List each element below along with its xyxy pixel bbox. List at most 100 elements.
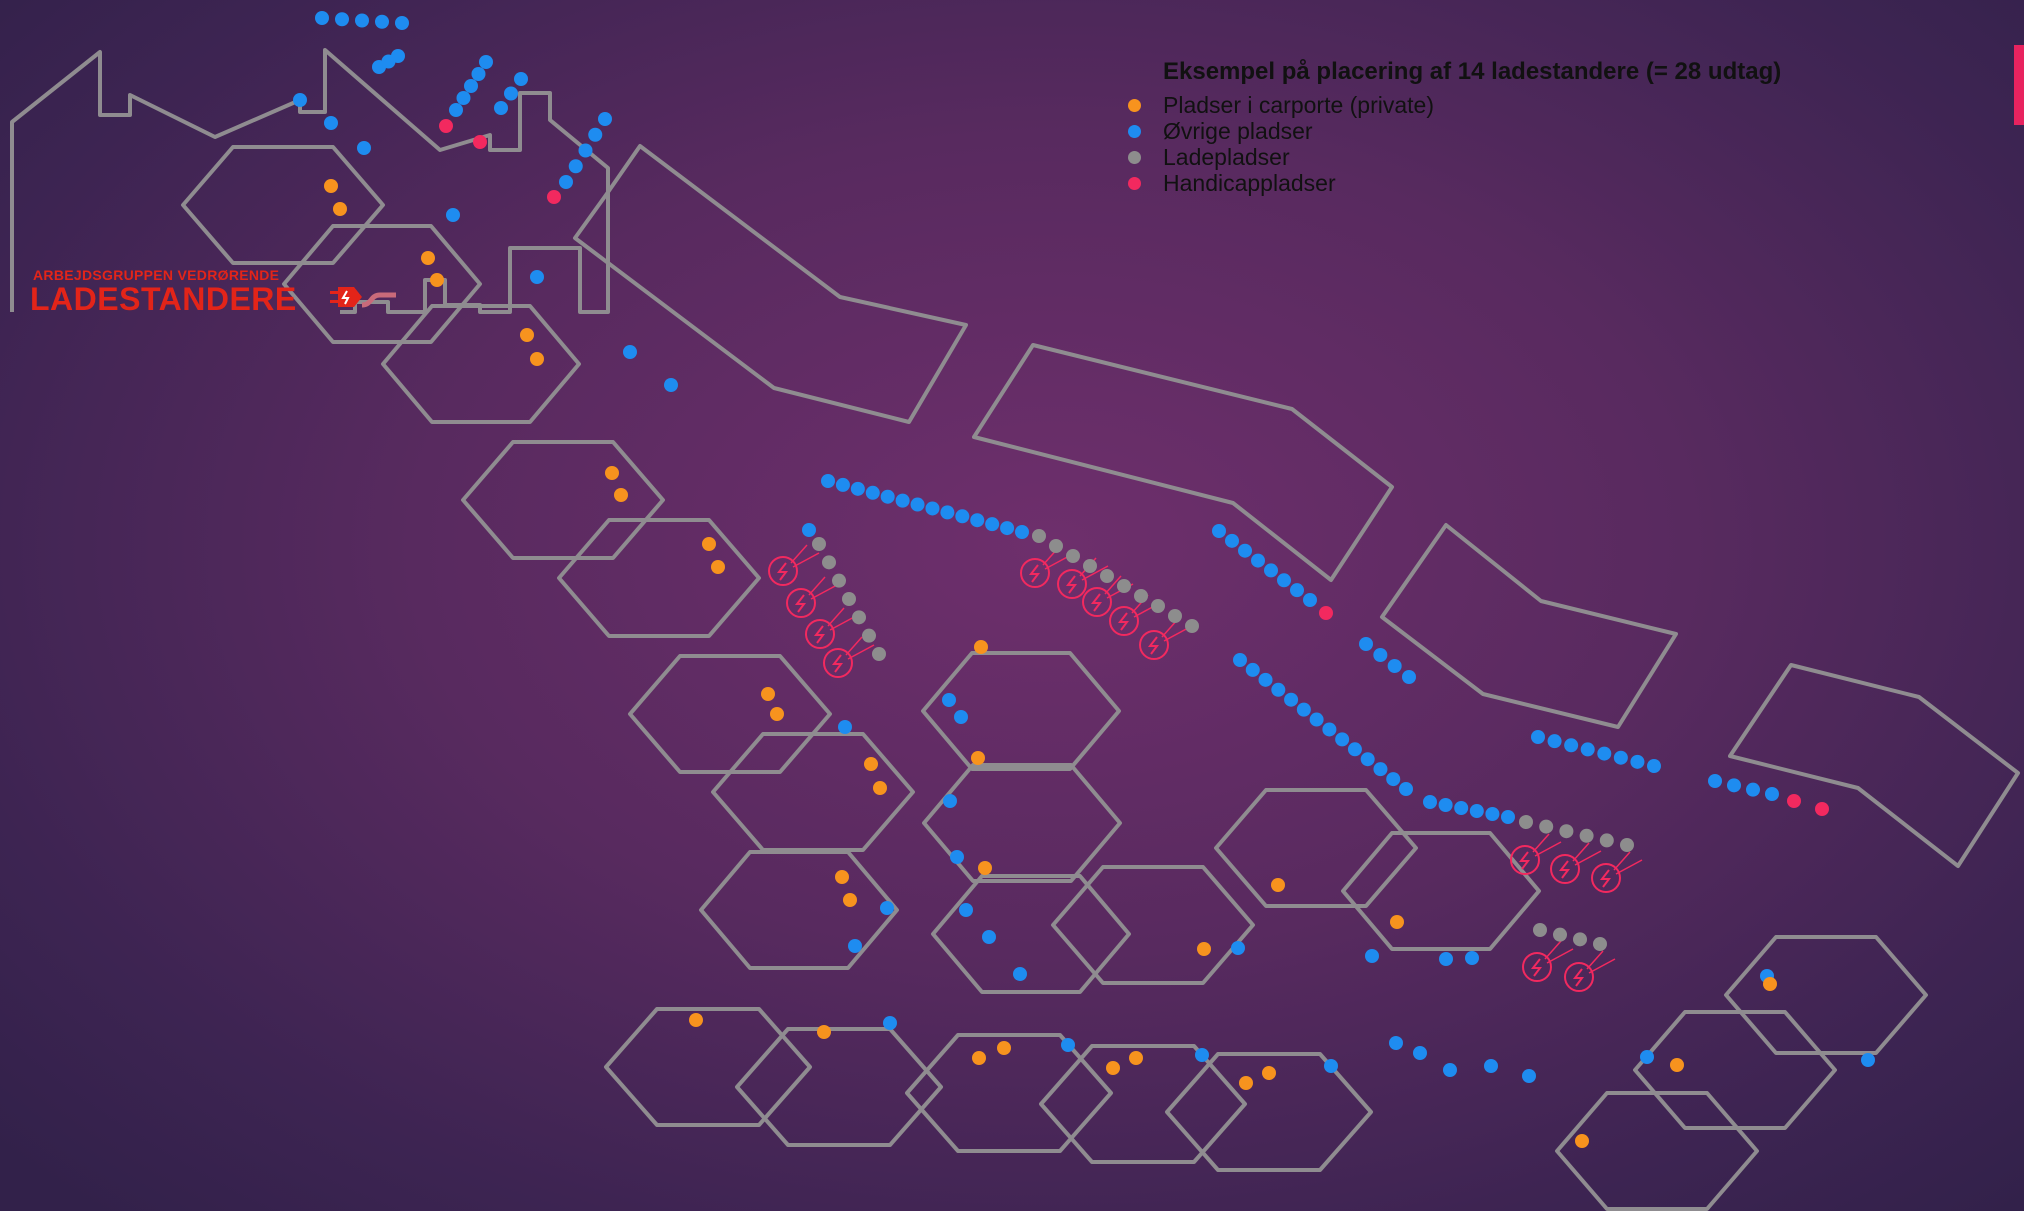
parking-spaces (293, 11, 1875, 1148)
charger-symbol-9 (1139, 630, 1169, 660)
charger-link-13a (1544, 940, 1562, 960)
parking-space-dot-139 (293, 93, 307, 107)
parking-space-dot-14 (514, 72, 528, 86)
parking-space-dot-2 (335, 12, 349, 27)
parking-space-dot-81 (1049, 539, 1063, 553)
carport-hexagon-13 (1214, 788, 1418, 908)
parking-space-dot-12 (456, 91, 471, 105)
parking-space-dot-131 (1439, 952, 1453, 966)
parking-space-dot-66 (1485, 807, 1500, 821)
parking-space-dot-107 (324, 179, 338, 193)
carport-hexagon-20 (1724, 935, 1928, 1055)
lightning-icon-11 (1558, 860, 1570, 879)
parking-space-dot-147 (838, 720, 852, 734)
parking-space-dot-51 (1322, 722, 1337, 737)
logo-top-line: ARBEJDSGRUPPEN VEDRØRENDE (33, 267, 280, 283)
legend-label-other: Øvrige pladser (1163, 117, 1313, 144)
parking-space-dot-64 (1454, 801, 1469, 815)
parking-space-dot-126 (1129, 1051, 1143, 1065)
building-b (972, 343, 1394, 582)
legend-item-handicap: Handicappladser (1128, 170, 1781, 196)
parking-space-dot-127 (1239, 1076, 1253, 1090)
parking-space-dot-25 (865, 485, 880, 500)
parking-space-dot-95 (862, 628, 876, 643)
carport-hexagon-1 (181, 145, 385, 265)
parking-space-dot-28 (910, 497, 925, 512)
logo-main-line: LADESTANDERE (30, 281, 297, 317)
parking-space-dot-34 (1000, 521, 1015, 536)
parking-space-dot-162 (1443, 1063, 1457, 1077)
carport-hexagon-8 (699, 850, 899, 970)
parking-space-dot-4 (375, 14, 389, 29)
parking-space-dot-108 (333, 202, 347, 216)
pink-dot-icon (1128, 176, 1141, 190)
grey-dot-icon (1128, 150, 1141, 164)
ev-plug-icon (330, 287, 396, 308)
parking-space-dot-142 (446, 208, 460, 222)
parking-space-dot-74 (1630, 754, 1645, 769)
parking-space-dot-85 (1117, 579, 1131, 593)
carport-hexagon-19 (1165, 1052, 1373, 1172)
blue-dot-icon (1128, 124, 1141, 138)
parking-space-dot-9 (479, 55, 493, 69)
parking-space-dot-8 (391, 49, 405, 63)
parking-space-dot-172 (1670, 1058, 1684, 1072)
carports (181, 145, 1928, 1211)
parking-space-dot-115 (702, 537, 716, 551)
parking-space-dot-96 (872, 647, 886, 661)
parking-space-dot-67 (1501, 810, 1515, 824)
parking-space-dot-71 (1580, 742, 1595, 757)
charger-link-3b (829, 615, 857, 631)
charger-link-14a (1586, 950, 1604, 970)
parking-space-dot-116 (711, 560, 725, 574)
parking-space-dot-47 (1271, 682, 1286, 697)
parking-space-dot-150 (950, 850, 964, 864)
parking-space-dot-155 (1365, 949, 1379, 963)
parking-space-dot-58 (1359, 637, 1373, 651)
parking-space-dot-149 (943, 794, 957, 808)
parking-space-dot-44 (1233, 653, 1247, 667)
slide-edge-tab (2014, 45, 2024, 125)
parking-space-dot-65 (1469, 804, 1484, 818)
parking-space-dot-39 (1251, 553, 1265, 568)
parking-space-dot-125 (1106, 1061, 1120, 1075)
charger-link-4b (847, 644, 875, 660)
charger-symbol-4 (823, 648, 853, 678)
parking-space-dot-170 (1390, 915, 1404, 929)
legend-label-handicap: Handicappladser (1163, 169, 1336, 196)
parking-space-dot-104 (1553, 927, 1567, 942)
parking-space-dot-136 (1522, 1069, 1536, 1083)
parking-space-dot-42 (1290, 583, 1304, 598)
charger-symbol-5 (1020, 558, 1050, 588)
charger-symbol-6 (1057, 569, 1087, 599)
parking-space-dot-130 (954, 710, 968, 724)
parking-space-dot-50 (1309, 712, 1324, 727)
parking-space-dot-92 (832, 573, 846, 588)
parking-space-dot-117 (761, 687, 775, 701)
parking-space-dot-23 (835, 477, 850, 492)
parking-space-dot-109 (421, 251, 435, 265)
parking-space-dot-178 (547, 190, 561, 204)
parking-space-dot-80 (1032, 529, 1046, 543)
parking-space-dot-119 (864, 757, 878, 771)
parking-space-dot-76 (1708, 774, 1722, 788)
parking-space-dot-11 (464, 79, 478, 93)
parking-space-dot-146 (802, 523, 816, 537)
carport-hexagon-12 (1051, 865, 1255, 985)
parking-space-dot-45 (1245, 662, 1260, 677)
carport-hexagon-15 (604, 1007, 812, 1127)
parking-space-dot-54 (1360, 752, 1375, 767)
carport-hexagon-14 (1341, 831, 1541, 951)
parking-space-dot-27 (895, 493, 910, 508)
parking-space-dot-112 (530, 352, 544, 366)
legend-item-charging: Ladepladser (1128, 144, 1781, 170)
legend-label-charging: Ladepladser (1163, 143, 1290, 170)
charger-symbol-10 (1510, 845, 1540, 875)
carport-hexagon-4 (461, 440, 665, 560)
lightning-icon-2 (794, 594, 806, 613)
lightning-icon-9 (1147, 636, 1159, 655)
parking-space-dot-57 (1399, 782, 1413, 796)
parking-space-dot-55 (1373, 762, 1388, 777)
parking-space-dot-100 (1579, 828, 1594, 843)
